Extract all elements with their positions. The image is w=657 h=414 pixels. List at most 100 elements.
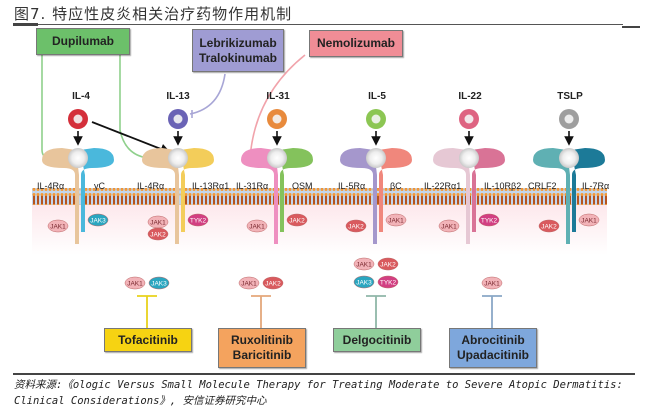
- jak-oval-label: JAK2: [289, 218, 305, 225]
- cytokine-label-il5: IL-5: [368, 91, 386, 102]
- jak-oval-shape: [262, 276, 284, 290]
- jak-oval-jak1-r5-l0: JAK1: [438, 219, 460, 233]
- tofacitinib-label: Tofacitinib: [118, 332, 178, 347]
- jak-oval-jak1-r6-r0: JAK1: [578, 213, 600, 227]
- jak-oval-shape: [87, 213, 109, 227]
- jak-oval-jak3-r1-r0: JAK3: [87, 213, 109, 227]
- cytokine-ball-il-13: [168, 109, 188, 129]
- jak-oval-jak1-inh1-0: JAK1: [238, 276, 260, 290]
- receptor-label-il31ra: IL-31Rα: [236, 181, 269, 191]
- upadacitinib-label: Upadacitinib: [456, 348, 529, 362]
- receptor-label-bc: βC: [390, 181, 402, 191]
- receptor-label-il5ra: IL-5Rα: [338, 181, 366, 191]
- jak-oval-tyk2-inh2-3: TYK2: [377, 275, 399, 289]
- jak-oval-label: JAK3: [151, 281, 167, 288]
- jak-oval-shape: [286, 213, 308, 227]
- ruxolitinib-label: Ruxolitinib: [231, 333, 293, 347]
- jak-oval-jak3-inh0-1: JAK3: [148, 276, 170, 290]
- cytokine-label-il13: IL-13: [166, 91, 190, 102]
- jak-oval-label: JAK1: [50, 224, 66, 231]
- jak-oval-label: TYK2: [380, 280, 397, 287]
- cytokine-label-il22: IL-22: [458, 91, 482, 102]
- cytoplasm-region: [32, 205, 607, 255]
- jak-oval-jak1-inh0-0: JAK1: [124, 276, 146, 290]
- cytokine-ball-il-4: [68, 109, 88, 129]
- top-rule-accent-right: [622, 26, 640, 28]
- jak-oval-shape: [481, 276, 503, 290]
- il4-to-type2-receptor-arrow: [91, 121, 172, 155]
- jak-oval-label: JAK3: [356, 280, 372, 287]
- jak-oval-shape: [438, 219, 460, 233]
- receptor-label-il7ra: IL-7Rα: [582, 181, 610, 191]
- jak-oval-shape: [47, 219, 69, 233]
- jak-oval-shape: [538, 219, 560, 233]
- lebrikizumab-tralokinumab-box: Lebrikizumab Tralokinumab: [192, 29, 284, 72]
- jak-oval-label: JAK2: [348, 224, 364, 231]
- receptor-label-gc: γC: [94, 181, 105, 191]
- receptor-3: [241, 148, 313, 244]
- jak-oval-shape: [377, 257, 399, 271]
- cytokine-ball-il-5: [366, 109, 386, 129]
- bound-ligand: [559, 148, 579, 168]
- jak-oval-label: JAK2: [150, 232, 166, 239]
- nemolizumab-label: Nemolizumab: [316, 36, 395, 50]
- jak-oval-label: JAK1: [150, 220, 166, 227]
- cytokine-label-il4: IL-4: [72, 91, 90, 102]
- jak-oval-label: TYK2: [481, 218, 498, 225]
- jak-oval-shape: [345, 219, 367, 233]
- jak-oval-jak2-r4-l0: JAK2: [345, 219, 367, 233]
- jak-oval-label: JAK2: [265, 281, 281, 288]
- jak-oval-jak1-r4-r0: JAK1: [385, 213, 407, 227]
- delgocitinib-box: Delgocitinib: [333, 328, 421, 352]
- jak-oval-jak2-r2-l1: JAK2: [147, 227, 169, 241]
- jak-oval-jak1-r2-l0: JAK1: [147, 215, 169, 229]
- receptor-4: [340, 148, 412, 244]
- bound-ligand: [459, 148, 479, 168]
- nemolizumab-box: Nemolizumab: [309, 30, 403, 57]
- cytokine-label-tslp: TSLP: [557, 91, 583, 102]
- cytokine-label-il31: IL-31: [266, 91, 290, 102]
- jak-oval-shape: [377, 275, 399, 289]
- receptor-label-il13ra1: IL-13Rα1: [192, 181, 230, 191]
- jak-oval-shape: [353, 275, 375, 289]
- bound-ligand: [267, 148, 287, 168]
- receptor-label-il4ra-1: IL-4Rα: [37, 181, 65, 191]
- delgocitinib-label: Delgocitinib: [342, 332, 412, 347]
- top-rule-accent: [13, 23, 38, 26]
- jak-oval-shape: [238, 276, 260, 290]
- jak-oval-shape: [246, 219, 268, 233]
- jak-oval-jak1-r3-l0: JAK1: [246, 219, 268, 233]
- jak-oval-label: JAK1: [241, 281, 257, 288]
- source-note: 资料来源:《ologic Versus Small Molecule Thera…: [14, 379, 623, 407]
- jak-oval-label: JAK1: [441, 224, 457, 231]
- receptor-label-osm: OSM: [292, 181, 313, 191]
- dupilumab-line-2: [119, 44, 149, 159]
- bound-ligand: [68, 148, 88, 168]
- lebrikizumab-line: [189, 73, 226, 115]
- jak-oval-label: JAK1: [581, 218, 597, 225]
- jak-oval-jak2-r6-l0: JAK2: [538, 219, 560, 233]
- dupilumab-box: Dupilumab: [36, 28, 130, 55]
- tofacitinib-box: Tofacitinib: [104, 328, 192, 352]
- receptor-label-il4ra-2: IL-4Rα: [137, 181, 165, 191]
- tralokinumab-label: Tralokinumab: [198, 50, 278, 65]
- jak-oval-label: JAK1: [127, 281, 143, 288]
- cytokine-ball-il-31: [267, 109, 287, 129]
- jak-oval-jak2-r3-r0: JAK2: [286, 213, 308, 227]
- cytokine-core: [272, 114, 282, 124]
- jak-oval-label: TYK2: [190, 218, 207, 225]
- jak-oval-label: JAK1: [484, 281, 500, 288]
- jak-oval-jak2-inh1-1: JAK2: [262, 276, 284, 290]
- jak-oval-shape: [124, 276, 146, 290]
- jak-oval-label: JAK2: [541, 224, 557, 231]
- jak-oval-tyk2-r5-r0: TYK2: [478, 213, 500, 227]
- jak-oval-label: JAK1: [356, 262, 372, 269]
- jak-oval-shape: [478, 213, 500, 227]
- cytokine-ball-tslp: [559, 109, 579, 129]
- cytokine-core: [173, 114, 183, 124]
- abrocitinib-label: Abrocitinib: [461, 333, 525, 347]
- cytokine-core: [564, 114, 574, 124]
- receptor-label-crlf2: CRLF2: [528, 181, 557, 191]
- nemolizumab-line: [249, 54, 306, 159]
